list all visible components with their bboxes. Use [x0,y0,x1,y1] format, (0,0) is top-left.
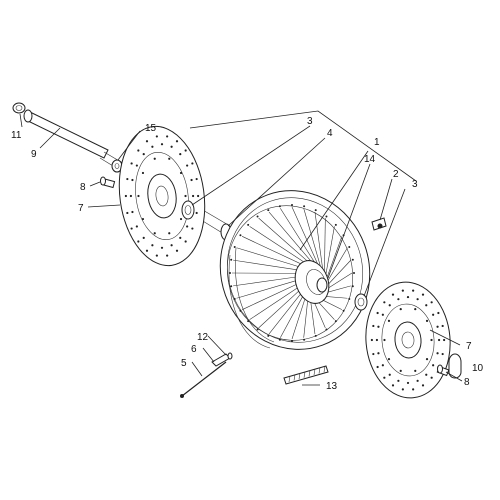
right-spacer [448,353,462,379]
callout-8-right: 8 [464,377,470,388]
callout-13: 13 [326,381,338,392]
leader-lines [19,113,463,386]
callout-3-right: 3 [412,179,418,190]
callout-10: 10 [472,363,484,374]
left-bearing [181,200,195,220]
callout-12: 12 [197,332,209,343]
right-brake-disc [365,281,451,399]
callout-5: 5 [181,358,187,369]
left-disc-bolt [100,176,116,189]
axle-nut [12,102,26,114]
assembly-bracket [189,110,417,182]
callout-8-left: 8 [80,182,86,193]
callout-9: 9 [31,149,37,160]
callout-1: 1 [374,137,380,148]
callout-2: 2 [393,169,399,180]
spoked-wheel [219,190,371,350]
callout-4: 4 [327,128,333,139]
callout-14: 14 [364,154,376,165]
right-bearing [354,293,368,311]
tire-valve [371,217,387,231]
callout-15: 15 [145,123,157,134]
callout-3-left: 3 [307,116,313,127]
balance-weight [283,365,329,385]
left-brake-disc [118,125,206,267]
callout-7-left: 7 [78,203,84,214]
spacer [111,159,123,173]
callout-7-right: 7 [466,341,472,352]
callout-11: 11 [11,130,22,141]
callout-6: 6 [191,344,197,355]
spare-spoke [180,352,233,398]
